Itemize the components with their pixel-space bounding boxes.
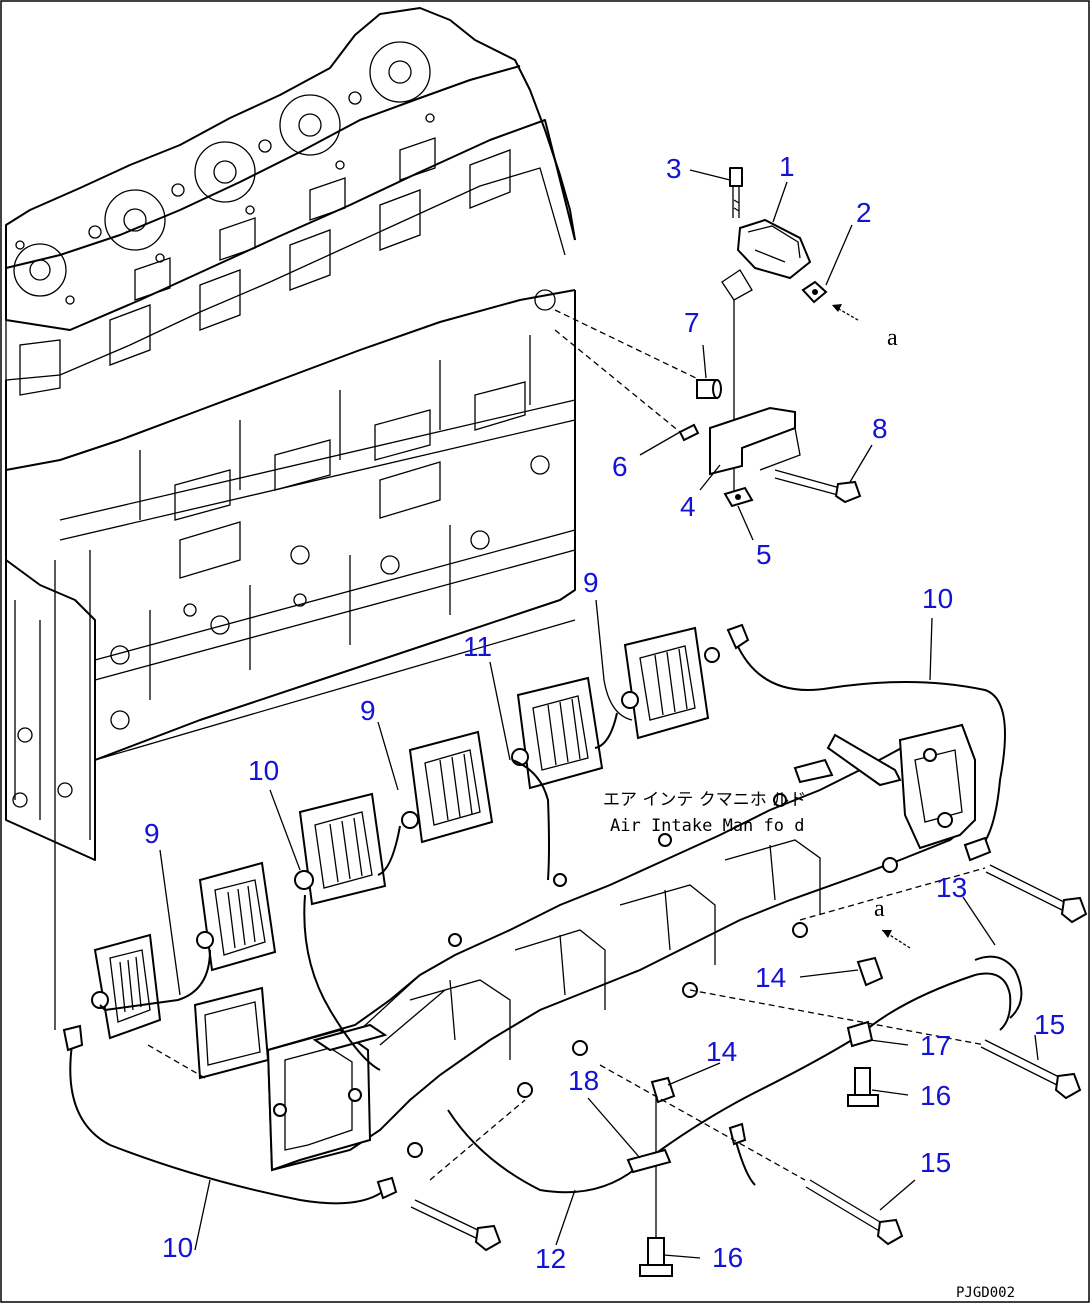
callout-9-left: 9 <box>144 818 160 849</box>
callout-9-middle: 9 <box>360 695 376 726</box>
callout-labels: 1 2 3 4 5 6 7 8 9 9 9 10 10 10 11 12 13 … <box>144 151 1065 1301</box>
engine-block <box>5 7 576 861</box>
fasteners <box>54 560 1088 1277</box>
drawing-reference: PJGD002 <box>956 1285 1015 1301</box>
callout-16-lower: 16 <box>712 1242 743 1273</box>
callout-4: 4 <box>680 491 696 522</box>
callout-1: 1 <box>779 151 795 182</box>
air-intake-manifold <box>266 723 976 1172</box>
arrow-mark-a-top: a <box>887 325 898 351</box>
callout-14-upper: 14 <box>755 962 786 993</box>
callout-5: 5 <box>756 539 772 570</box>
callout-15-lower: 15 <box>920 1147 951 1178</box>
arrow-mark-a-bottom: a <box>874 896 885 922</box>
harness-wires <box>62 623 1023 1205</box>
callout-3: 3 <box>666 153 682 184</box>
callout-12: 12 <box>535 1243 566 1274</box>
callout-18: 18 <box>568 1065 599 1096</box>
callout-13: 13 <box>936 872 967 903</box>
callout-leaders <box>159 169 1039 1259</box>
callout-15-upper: 15 <box>1034 1009 1065 1040</box>
callout-11: 11 <box>463 631 492 662</box>
callout-16-right: 16 <box>920 1080 951 1111</box>
manifold-label-en: Air Intake Man fo d <box>610 816 804 836</box>
callout-10-middle: 10 <box>248 755 279 786</box>
callout-10-left: 10 <box>162 1232 193 1263</box>
callout-6: 6 <box>612 451 628 482</box>
manifold-label-jp: エア インテ クマニホ ルド <box>603 790 806 810</box>
callout-9-right: 9 <box>583 567 599 598</box>
callout-7: 7 <box>684 307 700 338</box>
callout-2: 2 <box>856 197 872 228</box>
callout-14-lower: 14 <box>706 1036 737 1067</box>
callout-10-right: 10 <box>922 583 953 614</box>
callout-17: 17 <box>920 1030 951 1061</box>
callout-8: 8 <box>872 413 888 444</box>
heater-relay-assembly <box>554 167 862 508</box>
intake-heaters <box>91 626 720 1040</box>
